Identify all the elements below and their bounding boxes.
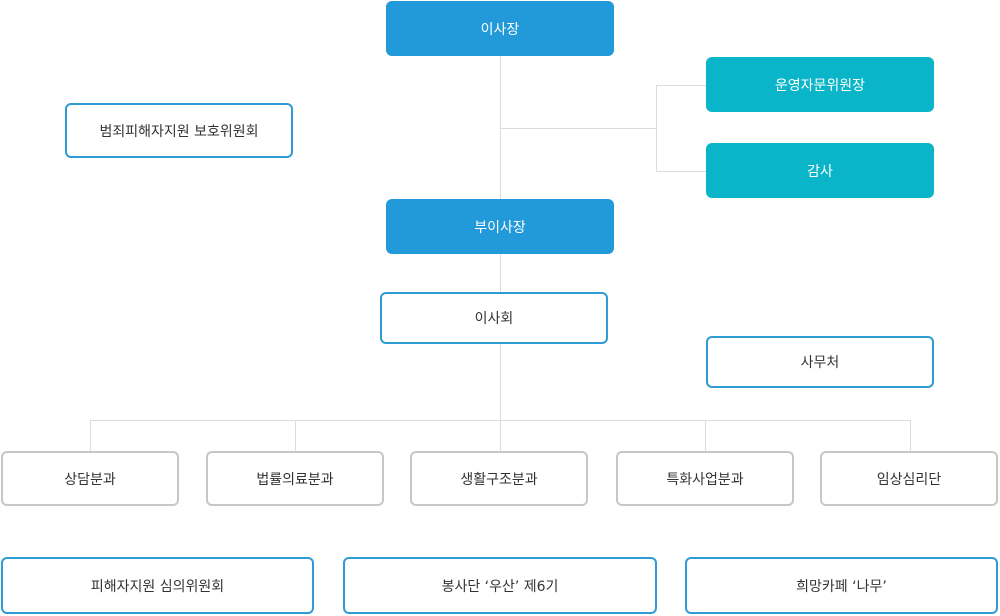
- vice-chairman-box: 부이사장: [386, 199, 614, 254]
- victim-support-review-committee-box: 피해자지원 심의위원회: [1, 557, 314, 614]
- board-box: 이사회: [380, 292, 608, 344]
- division-legal-medical-box: 법률의료분과: [206, 451, 384, 506]
- victim-protection-committee-box: 범죄피해자지원 보호위원회: [65, 103, 293, 158]
- advisory-chair-box: 운영자문위원장: [706, 57, 934, 112]
- volunteer-group-box: 봉사단 ‘우산’ 제6기: [343, 557, 657, 614]
- clinical-psychology-team-box: 임상심리단: [820, 451, 998, 506]
- division-special-projects-box: 특화사업분과: [616, 451, 794, 506]
- hope-cafe-box: 희망카페 ‘나무’: [685, 557, 998, 614]
- division-counseling-box: 상담분과: [1, 451, 179, 506]
- auditor-box: 감사: [706, 143, 934, 198]
- division-living-rescue-box: 생활구조분과: [410, 451, 588, 506]
- secretariat-box: 사무처: [706, 336, 934, 388]
- chairman-box: 이사장: [386, 1, 614, 56]
